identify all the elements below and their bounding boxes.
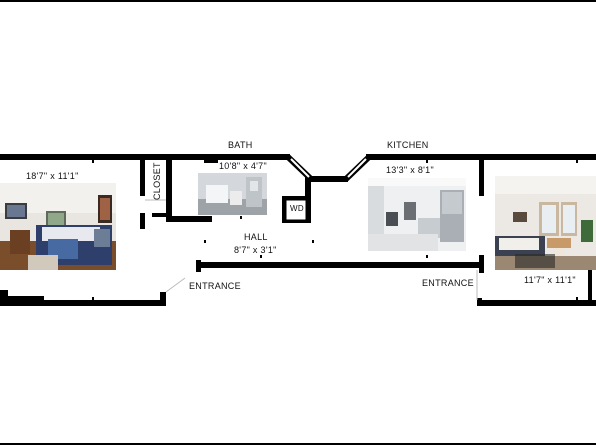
entrance-left-label: ENTRANCE <box>189 281 241 291</box>
living-room-photo <box>495 176 596 270</box>
closet-label: CLOSET <box>152 162 162 200</box>
hall-label: HALL <box>244 232 268 242</box>
bottom-border <box>0 443 596 445</box>
living-room-dimensions: 11'7" x 11'1" <box>524 275 576 285</box>
bath-label: BATH <box>228 140 253 150</box>
bedroom-photo <box>0 183 116 270</box>
kitchen-label: KITCHEN <box>387 140 429 150</box>
bedroom-dimensions: 18'7" x 11'1" <box>26 171 79 181</box>
hall-dimensions: 8'7" x 3'1" <box>234 245 277 255</box>
bath-photo <box>198 173 267 215</box>
washer-dryer-label: WD <box>290 204 304 213</box>
top-border <box>0 0 596 2</box>
bath-dimensions: 10'8" x 4'7" <box>219 161 267 171</box>
kitchen-dimensions: 13'3" x 8'1" <box>386 165 434 175</box>
entrance-right-label: ENTRANCE <box>422 278 474 288</box>
kitchen-photo <box>368 178 466 251</box>
